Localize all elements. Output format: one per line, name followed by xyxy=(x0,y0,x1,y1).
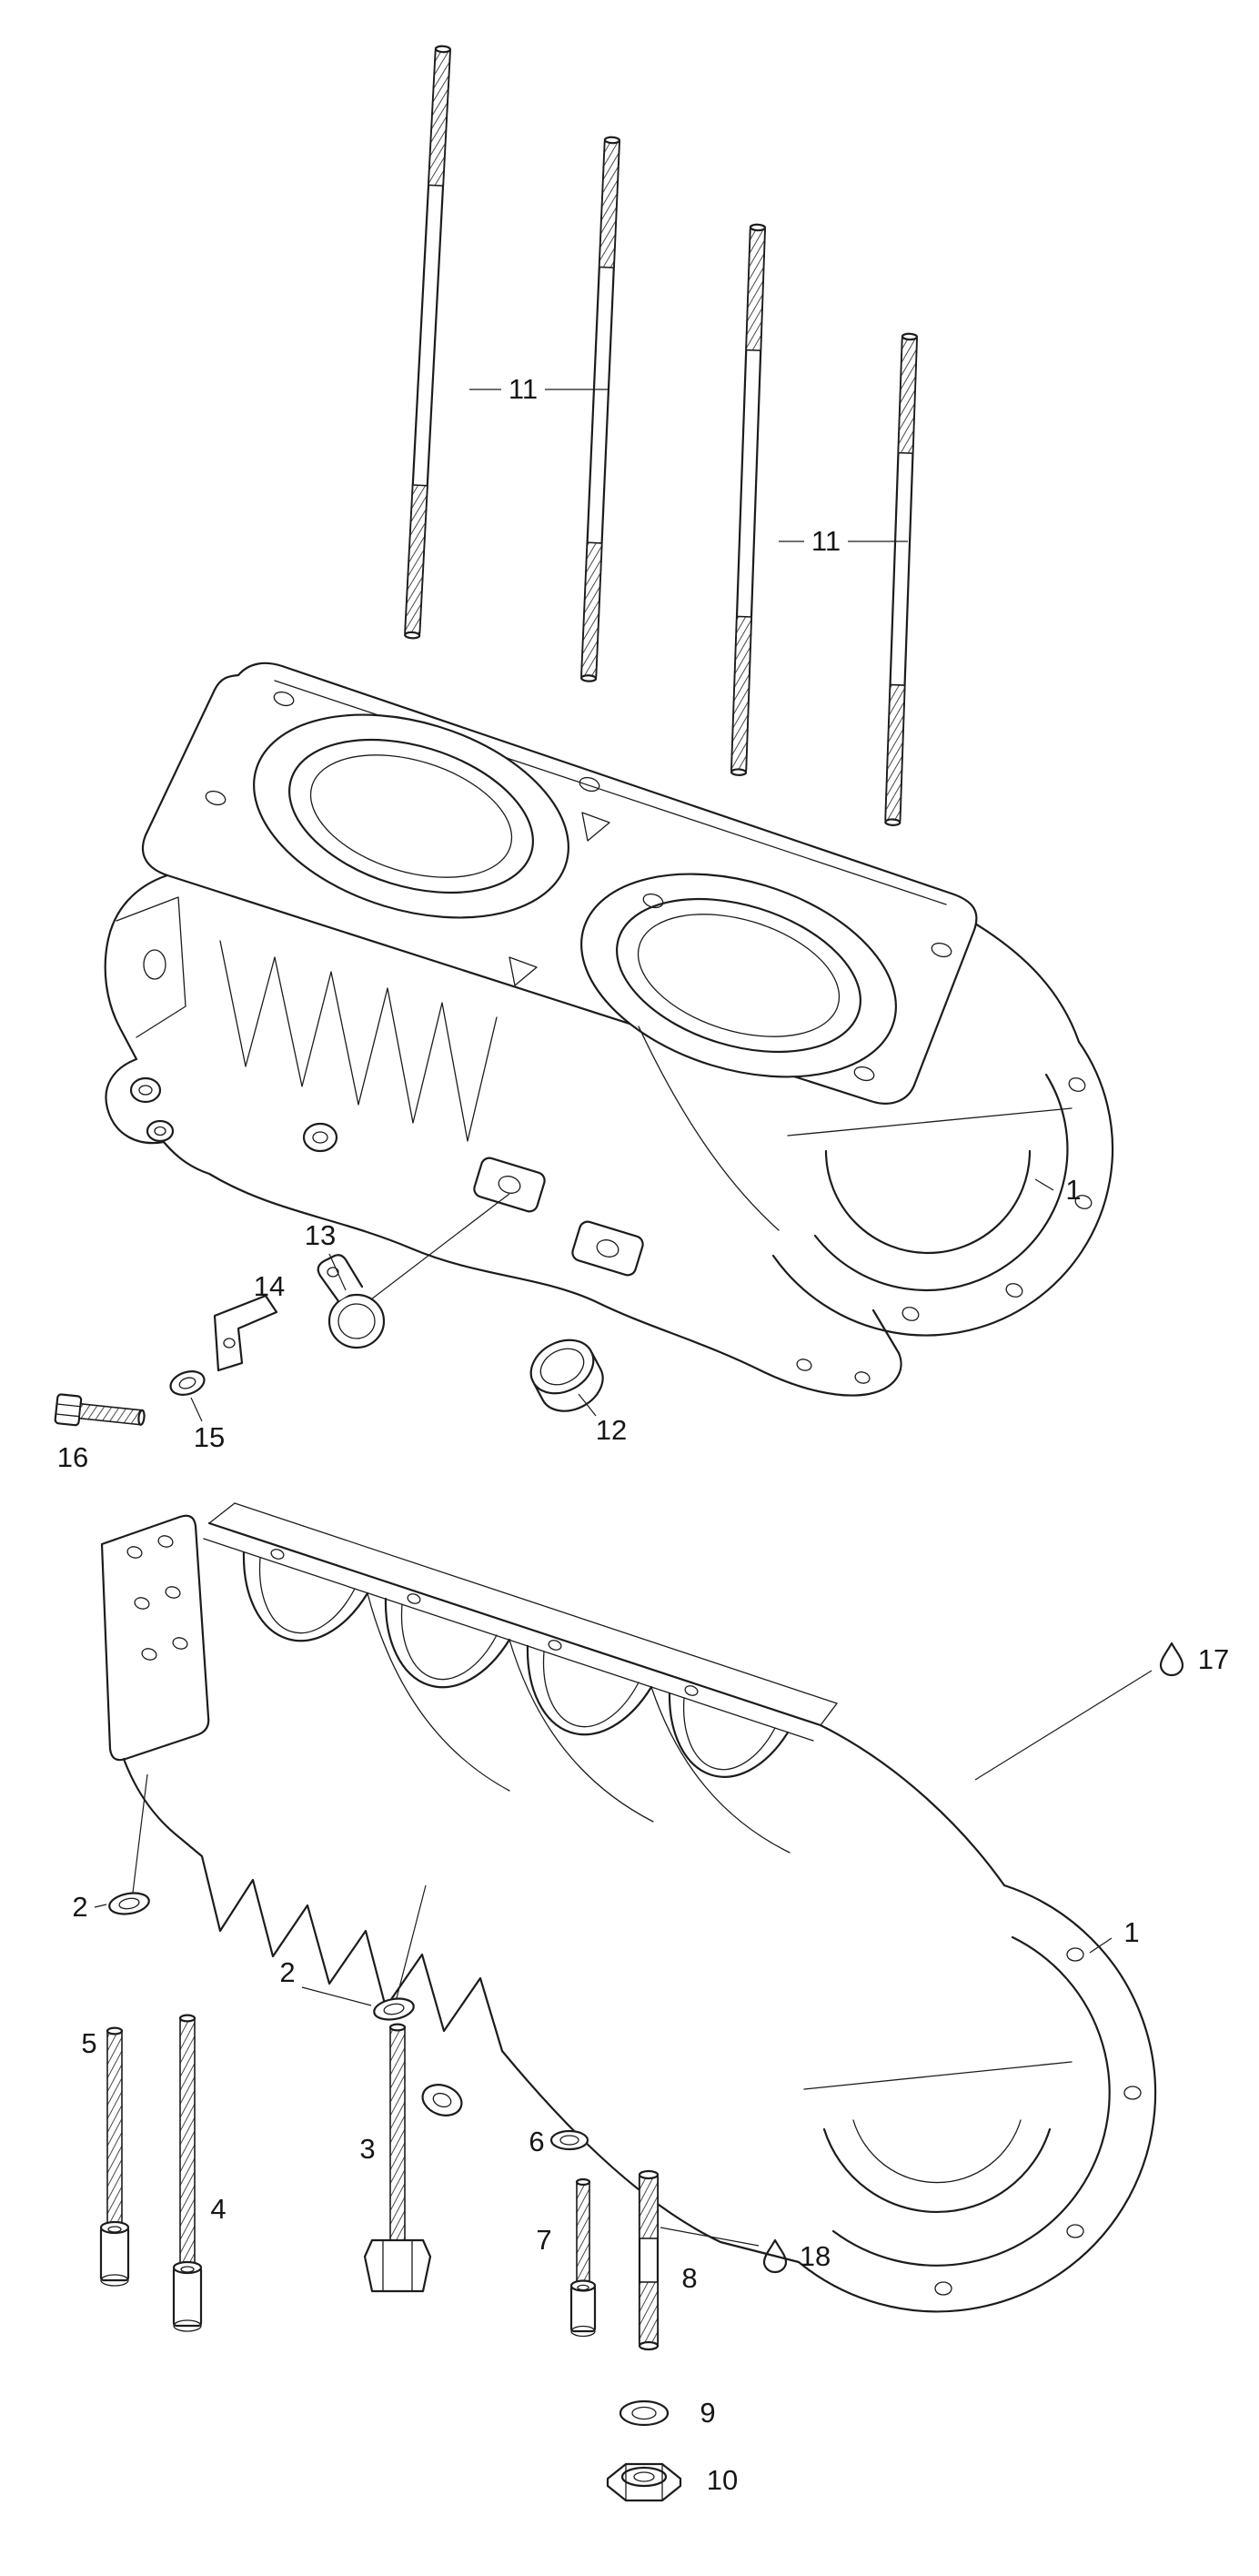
callout-label-1-lower[interactable]: 1 xyxy=(1123,1916,1139,1948)
callout-label-11a[interactable]: 11 xyxy=(509,373,538,405)
callout-label-8[interactable]: 8 xyxy=(681,2262,697,2294)
plug-12 xyxy=(529,1339,604,1412)
callout-label-4[interactable]: 4 xyxy=(210,2193,226,2225)
hex-nut-10 xyxy=(606,2462,682,2502)
washer-9 xyxy=(619,2399,670,2427)
callout-label-5[interactable]: 5 xyxy=(81,2027,96,2059)
clamp-13 xyxy=(317,1254,386,1349)
stud-8 xyxy=(638,2169,660,2351)
callout-14: 14 xyxy=(254,1270,285,1302)
callout-label-7[interactable]: 7 xyxy=(536,2224,551,2256)
callout-1-upper: 1 xyxy=(1065,1174,1081,1206)
callout-label-9[interactable]: 9 xyxy=(700,2397,715,2429)
callout-9: 9 xyxy=(700,2397,715,2429)
socket-bolt-4 xyxy=(172,2014,203,2332)
oil-drop-icon xyxy=(762,2238,788,2274)
callout-label-2b[interactable]: 2 xyxy=(279,1956,295,1988)
callout-4: 4 xyxy=(210,2193,226,2225)
callout-7: 7 xyxy=(536,2224,551,2256)
callout-17: 17 xyxy=(1198,1643,1229,1675)
stud-11-second xyxy=(579,136,621,682)
crankcase-lower-drawing xyxy=(100,1502,1157,2313)
oil-drop-icon xyxy=(1159,1642,1184,1677)
callout-label-2a[interactable]: 2 xyxy=(72,1891,87,1923)
callout-label-17[interactable]: 17 xyxy=(1198,1643,1229,1675)
leader-lines xyxy=(94,389,1153,2247)
callout-18: 18 xyxy=(800,2240,831,2272)
callout-label-10[interactable]: 10 xyxy=(707,2464,738,2496)
callout-label-1-upper[interactable]: 1 xyxy=(1065,1174,1081,1206)
callout-label-6[interactable]: 6 xyxy=(529,2126,544,2157)
callout-label-11b[interactable]: 11 xyxy=(811,525,841,557)
washer-15 xyxy=(169,1370,206,1396)
hex-bolt-3 xyxy=(363,2023,432,2293)
washer-2-second xyxy=(373,1997,415,2021)
socket-bolt-5 xyxy=(99,2026,130,2287)
callout-12: 12 xyxy=(596,1414,627,1446)
washer-2-first xyxy=(108,1892,150,1915)
stud-11-third xyxy=(730,223,767,776)
callout-15: 15 xyxy=(194,1421,225,1453)
callout-11-upper: 11 xyxy=(509,373,538,405)
callout-label-14[interactable]: 14 xyxy=(254,1270,285,1302)
callout-11-lower: 11 xyxy=(811,525,841,557)
cylinder-block-upper-drawing xyxy=(104,662,1114,1397)
callout-16: 16 xyxy=(57,1441,88,1473)
callout-label-18[interactable]: 18 xyxy=(800,2240,831,2272)
callout-5: 5 xyxy=(81,2027,96,2059)
hex-bolt-16 xyxy=(54,1393,146,1427)
callout-label-12[interactable]: 12 xyxy=(596,1414,627,1446)
stud-11-fourth xyxy=(884,332,919,826)
bracket-14 xyxy=(213,1294,278,1372)
callout-1-lower: 1 xyxy=(1123,1916,1139,1948)
callout-label-13[interactable]: 13 xyxy=(305,1219,336,1251)
callout-3: 3 xyxy=(359,2133,375,2165)
callout-6: 6 xyxy=(529,2126,544,2157)
stud-11-first xyxy=(404,45,451,640)
callout-13: 13 xyxy=(305,1219,336,1251)
callout-2-first: 2 xyxy=(72,1891,87,1923)
callout-label-3[interactable]: 3 xyxy=(359,2133,375,2165)
callout-10: 10 xyxy=(707,2464,738,2496)
callout-2-second: 2 xyxy=(279,1956,295,1988)
callout-8: 8 xyxy=(681,2262,697,2294)
washer-6 xyxy=(549,2129,589,2151)
callout-label-16[interactable]: 16 xyxy=(57,1441,88,1473)
callout-label-15[interactable]: 15 xyxy=(194,1421,225,1453)
socket-bolt-7 xyxy=(569,2177,597,2338)
